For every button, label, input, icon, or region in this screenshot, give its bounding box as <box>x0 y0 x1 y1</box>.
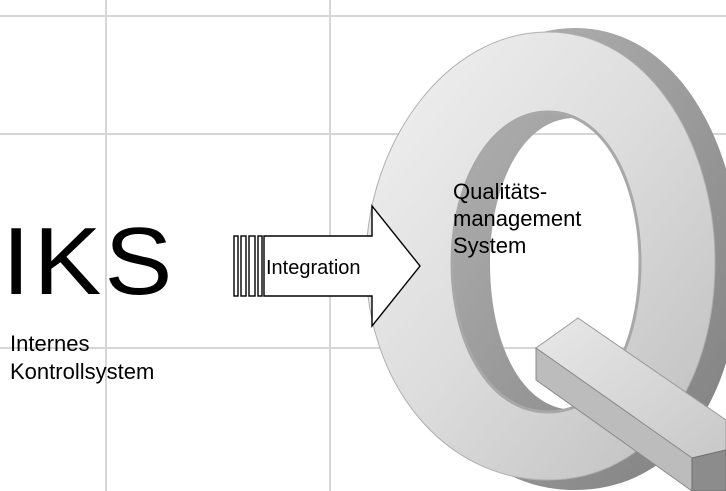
qm-label-line-1: Qualitäts- <box>453 179 548 204</box>
arrow-bar <box>240 235 247 297</box>
3d-letter-q-icon <box>365 28 726 491</box>
q-inner-rim <box>450 110 642 414</box>
qm-label: Qualitäts- management System <box>453 178 581 259</box>
arrow-body <box>263 204 421 328</box>
iks-subtitle-line-2: Kontrollsystem <box>10 359 155 384</box>
iks-subtitle-line-1: Internes <box>10 331 90 356</box>
qm-label-line-2: management <box>453 206 582 231</box>
qm-label-line-3: System <box>453 233 527 258</box>
iks-title: IKS <box>2 208 176 315</box>
integration-label: Integration <box>266 257 361 279</box>
integration-arrow <box>233 204 421 328</box>
arrow-bar <box>257 235 263 297</box>
q-tail-side <box>691 449 726 491</box>
arrow-bar <box>248 235 256 297</box>
iks-subtitle: Internes Kontrollsystem <box>10 330 154 386</box>
arrow-bar <box>233 235 239 297</box>
q-tail-front <box>535 347 693 491</box>
